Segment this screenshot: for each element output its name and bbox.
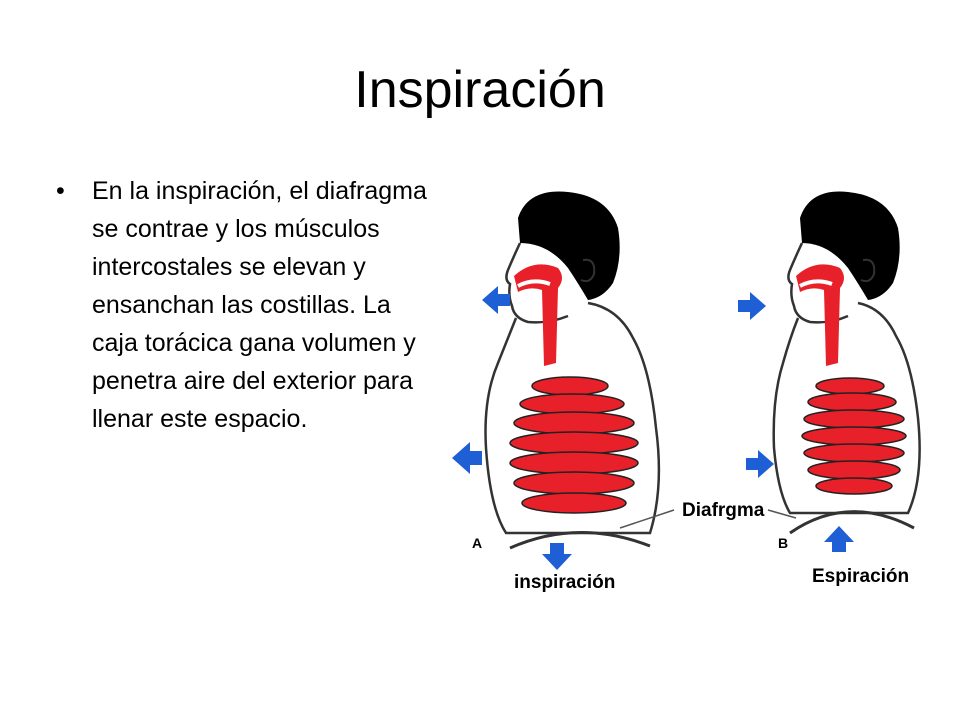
panel-a-arrow-chest: [452, 442, 482, 474]
panel-b-mouth: [799, 279, 833, 288]
panel-a-arrow-mouth: [482, 286, 510, 314]
panel-a-figure: [452, 191, 675, 570]
bullet-symbol: •: [56, 177, 65, 205]
bullet-text: En la inspiración, el diafragma se contr…: [92, 177, 427, 433]
panel-b-body-outline: [772, 301, 921, 515]
panel-a-body-outline: [484, 301, 661, 535]
panel-a-airway: [514, 264, 562, 366]
panel-b-ribs: [801, 377, 907, 495]
panel-a-ear: [580, 258, 596, 283]
panel-b-airway: [796, 264, 844, 366]
panel-a-ribs: [509, 376, 639, 514]
panel-b-arrow-chest: [746, 450, 774, 478]
panel-b-arrow-mouth: [738, 292, 766, 320]
panel-b-diaphragm-pointer: [767, 509, 797, 519]
panel-a-mouth: [517, 279, 551, 288]
panel-a-arrow-down: [542, 543, 572, 570]
panel-b-caption: Espiración: [812, 566, 909, 587]
diaphragm-label: Diafrgma: [682, 500, 765, 521]
panel-b-face: [787, 242, 849, 324]
panel-b-letter: B: [778, 535, 788, 551]
panel-a-diaphragm-pointer: [619, 509, 675, 529]
panel-b-ear: [860, 258, 876, 283]
slide-title: Inspiración: [354, 61, 606, 119]
panel-b-figure: [738, 191, 921, 552]
panel-a-letter: A: [472, 535, 482, 551]
panel-b-arrow-up: [824, 526, 854, 552]
panel-a-diaphragm: [509, 531, 651, 550]
panel-a-caption: inspiración: [514, 572, 615, 593]
breathing-diagram: A inspiración Diafrgma B Espiración: [452, 191, 921, 593]
panel-b-diaphragm: [789, 510, 915, 535]
